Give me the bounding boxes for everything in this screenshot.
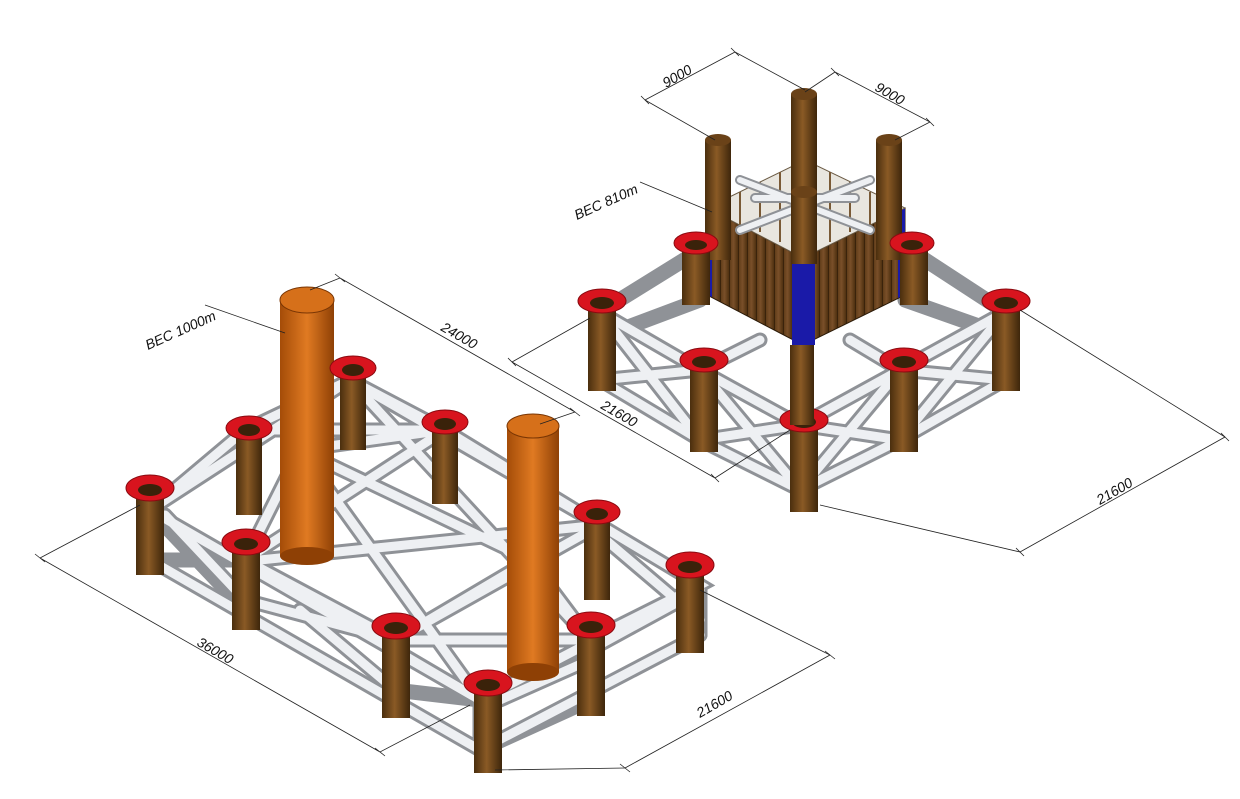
left-dim-column-spacing: 24000 <box>438 318 481 352</box>
right-weight-label: ВЕС 810т <box>572 180 641 222</box>
right-jacket-structure: 9000 9000 ВЕС 810т 21600 21600 <box>507 47 1230 557</box>
right-dim-base-b: 21600 <box>1093 474 1136 508</box>
left-piles <box>125 355 715 773</box>
left-dim-length: 36000 <box>195 634 237 667</box>
right-dim-top-a: 9000 <box>660 61 695 91</box>
pile <box>665 551 715 653</box>
right-piles <box>577 231 1031 512</box>
right-dimensions <box>507 47 1230 557</box>
left-weight-label: ВЕС 1000т <box>143 307 219 352</box>
pile <box>981 288 1031 391</box>
left-dimensions <box>34 273 836 773</box>
pile <box>225 415 273 515</box>
pile <box>566 611 616 716</box>
pile <box>125 474 175 575</box>
pile <box>879 347 929 452</box>
pile <box>790 345 814 425</box>
post <box>791 88 817 204</box>
post <box>791 186 817 264</box>
pile <box>577 288 627 391</box>
pile <box>573 499 621 600</box>
right-dim-top-b: 9000 <box>873 79 908 109</box>
pile <box>679 347 729 452</box>
pile <box>673 231 719 305</box>
left-column-2 <box>506 413 560 681</box>
left-column-1 <box>279 286 335 565</box>
pile <box>371 612 421 718</box>
left-dim-width: 21600 <box>693 687 736 721</box>
pile <box>421 409 469 504</box>
left-jacket-structure: ВЕС 1000т 24000 36000 21600 <box>34 273 836 773</box>
pile <box>463 669 513 773</box>
right-deck-posts <box>705 88 902 264</box>
pile <box>329 355 377 450</box>
pile <box>221 528 271 630</box>
pile <box>889 231 935 305</box>
